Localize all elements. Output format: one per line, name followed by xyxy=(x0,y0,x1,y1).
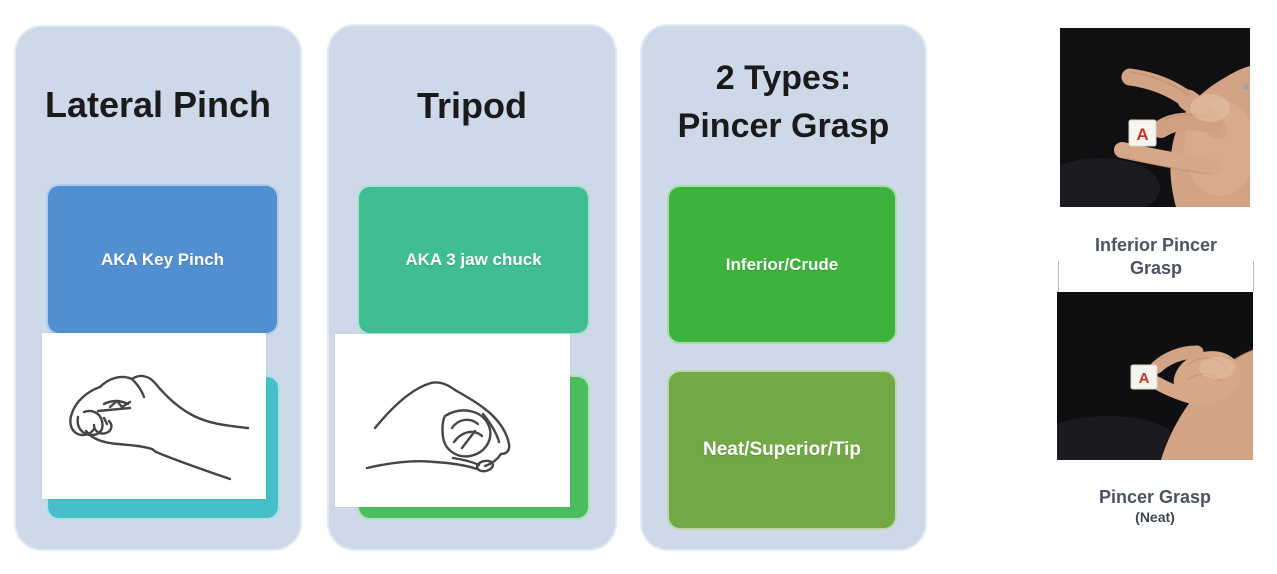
inferior-crude-label: Inferior/Crude xyxy=(725,254,839,274)
photo-caption-inferior-pincer: Inferior Pincer Grasp xyxy=(1040,234,1272,280)
panel-title-pincer-grasp: 2 Types: Pincer Grasp xyxy=(642,54,925,150)
aka-3-jaw-chuck-box: AKA 3 jaw chuck xyxy=(357,185,590,335)
inferior-pincer-photo-graphic: A xyxy=(1060,28,1250,207)
panel-lateral-pinch: Lateral Pinch AKA Key Pinch xyxy=(14,25,302,551)
photo-caption-pincer-neat: Pincer Grasp (Neat) xyxy=(1057,486,1253,527)
aka-key-pinch-label: AKA Key Pinch xyxy=(100,249,225,269)
panel-tripod: Tripod AKA 3 jaw chuck xyxy=(327,24,617,551)
panel-title-tripod: Tripod xyxy=(417,85,527,126)
aka-3-jaw-chuck-label: AKA 3 jaw chuck xyxy=(405,250,542,269)
caption-line-1: Inferior Pincer xyxy=(1094,235,1218,255)
caption-line-2: (Neat) xyxy=(1135,509,1175,525)
tripod-drawing-card xyxy=(335,334,570,507)
caption-line-2: Grasp xyxy=(1129,258,1183,278)
lateral-pinch-drawing-card xyxy=(42,333,266,499)
panel-pincer-grasp-types: 2 Types: Pincer Grasp Inferior/Crude Nea… xyxy=(640,24,927,551)
inferior-crude-box: Inferior/Crude xyxy=(667,185,897,344)
tripod-grasp-hand-drawing xyxy=(365,381,511,473)
caption-strip xyxy=(1058,261,1254,292)
panel-title-lateral-pinch: Lateral Pinch xyxy=(44,84,272,125)
cube-letter: A xyxy=(1136,125,1148,144)
panel-title-line-2: Pincer Grasp xyxy=(677,107,890,145)
cube-letter: A xyxy=(1139,370,1150,387)
lateral-pinch-hand-drawing xyxy=(69,374,250,481)
neat-superior-tip-label: Neat/Superior/Tip xyxy=(702,439,861,460)
panel-title-line-1: 2 Types: xyxy=(715,59,852,97)
neat-pincer-photo-graphic: A xyxy=(1057,292,1253,460)
photo-pincer-grasp-neat: A xyxy=(1057,292,1253,460)
photo-inferior-pincer-grasp: A xyxy=(1060,28,1250,207)
caption-line-1: Pincer Grasp xyxy=(1098,487,1212,507)
neat-superior-tip-box: Neat/Superior/Tip xyxy=(667,370,897,530)
aka-key-pinch-box: AKA Key Pinch xyxy=(46,184,279,335)
